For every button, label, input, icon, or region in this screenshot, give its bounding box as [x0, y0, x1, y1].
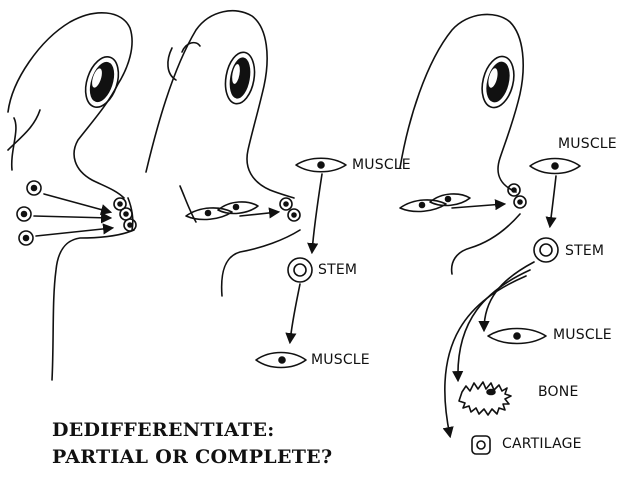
bone-cell [458, 381, 512, 416]
middle-stem-cell [287, 257, 313, 283]
right-muscle-cell-top [529, 157, 581, 175]
label-right-muscle-top: MUSCLE [558, 136, 617, 152]
cartilage-cell [471, 435, 491, 455]
middle-arrow-in [239, 207, 281, 219]
left-blastema-cells [113, 197, 137, 232]
eye-right [481, 55, 515, 109]
label-right-cartilage: CARTILAGE [502, 436, 582, 452]
right-muscle-cell-output [487, 327, 547, 345]
title-line-2: PARTIAL OR COMPLETE? [52, 446, 333, 468]
right-arrow-in [451, 199, 507, 211]
label-right-stem: STEM [565, 243, 605, 259]
title-line-1: DEDIFFERENTIATE: [52, 419, 275, 441]
label-right-bone: BONE [538, 384, 579, 400]
label-middle-muscle-top: MUSCLE [352, 157, 411, 173]
salamander-middle [145, 9, 301, 297]
eye-middle [224, 51, 256, 105]
eye-left [84, 56, 120, 108]
middle-arrow-down-2 [285, 283, 301, 345]
salamander-left [7, 12, 135, 381]
right-blastema-cells [507, 183, 527, 209]
left-arrows [33, 193, 115, 237]
right-stem-cell [533, 237, 559, 263]
middle-muscle-cell-top [295, 157, 347, 173]
middle-muscle-cell-bottom [255, 351, 307, 369]
label-middle-stem: STEM [318, 262, 358, 278]
right-spindle-cells [399, 193, 471, 213]
middle-arrow-down-1 [307, 173, 323, 255]
salamander-right [399, 13, 524, 275]
left-round-cells [16, 180, 42, 246]
label-right-muscle-output: MUSCLE [553, 327, 612, 343]
right-arrow-down [545, 175, 557, 229]
label-middle-muscle-bottom: MUSCLE [311, 352, 370, 368]
middle-spindle-cells [185, 201, 259, 221]
middle-blastema-cells [279, 197, 301, 222]
right-branch-arrows [442, 261, 535, 439]
